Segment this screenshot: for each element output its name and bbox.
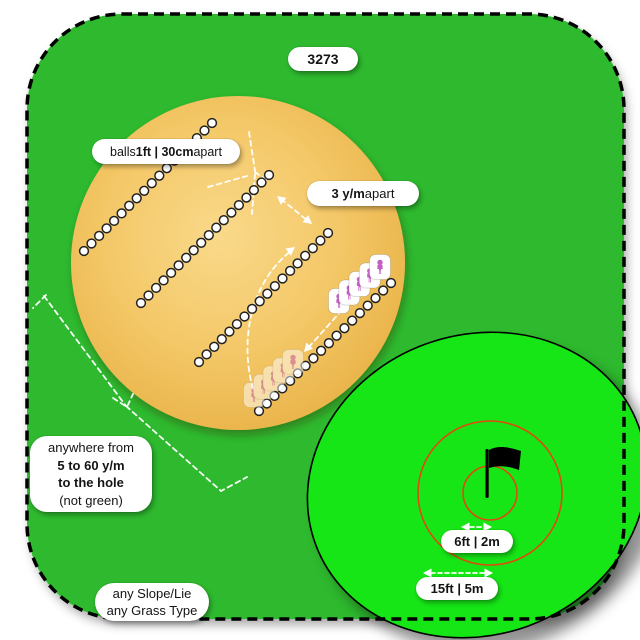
golf-ball — [315, 235, 326, 246]
golf-ball — [93, 230, 105, 242]
golf-ball — [181, 252, 192, 263]
golf-ball — [262, 288, 273, 299]
golf-ball — [362, 300, 373, 311]
golf-ball — [101, 223, 112, 234]
golf-ball — [246, 303, 258, 315]
row-spacing-arrow — [277, 196, 312, 224]
golf-ball — [256, 177, 267, 188]
conditions-label: any Slope/Lie any Grass Type — [95, 583, 209, 621]
target-ring-outer — [417, 420, 563, 566]
golf-ball — [224, 326, 235, 337]
golf-ball — [211, 222, 222, 233]
golf-ball — [218, 215, 229, 226]
flag-icon — [485, 447, 521, 498]
golf-ball — [124, 200, 135, 211]
golf-ball — [300, 250, 311, 261]
golf-ball — [248, 184, 260, 196]
golf-ball — [135, 297, 147, 309]
golf-ball — [307, 243, 318, 254]
golf-ball — [154, 170, 165, 181]
golf-ball — [139, 185, 150, 196]
golf-ball — [277, 273, 288, 284]
golf-ball — [385, 277, 397, 289]
player-group — [328, 254, 391, 314]
golf-ball — [143, 290, 154, 301]
golf-ball — [339, 323, 350, 334]
inner-radius-label: 6ft | 2m — [441, 530, 513, 553]
golf-ball — [196, 237, 207, 248]
ball-row — [135, 169, 275, 309]
golf-ball — [308, 353, 319, 364]
golf-ball — [116, 208, 127, 219]
golf-ball — [241, 192, 252, 203]
golf-ball — [347, 315, 358, 326]
ball-spacing-label: balls 1ft | 30cm apart — [92, 139, 240, 164]
ball-row — [193, 227, 334, 368]
golf-ball — [199, 125, 210, 136]
golf-ball — [203, 230, 214, 241]
player-icon — [290, 354, 296, 361]
putting-green — [306, 331, 640, 639]
golf-ball — [150, 282, 162, 294]
golf-ball — [188, 245, 199, 256]
golf-ball — [206, 117, 218, 129]
distance-path — [32, 294, 248, 493]
golf-ball — [201, 349, 212, 360]
golf-ball — [193, 356, 205, 368]
golf-ball — [284, 265, 296, 277]
golf-ball — [78, 245, 90, 257]
drill-id-text: 3273 — [307, 51, 339, 67]
drill-id-pill: 3273 — [288, 47, 358, 71]
golf-ball — [86, 238, 97, 249]
golf-ball — [322, 227, 334, 239]
golf-ball — [378, 285, 389, 296]
golf-ball — [253, 405, 265, 417]
golf-ball — [269, 280, 281, 292]
golf-ball — [354, 307, 366, 319]
player-marker — [369, 254, 391, 280]
golf-ball — [108, 215, 120, 227]
golf-ball — [323, 338, 335, 349]
outer-radius-arrow — [423, 568, 493, 578]
player-groups — [243, 254, 391, 408]
row-spacing-label: 3 y/m apart — [307, 181, 419, 206]
distance-note: anywhere from 5 to 60 y/m to the hole (n… — [30, 436, 152, 512]
golf-ball — [315, 345, 327, 356]
golf-ball — [233, 199, 245, 211]
golf-ball — [239, 311, 250, 322]
golf-ball — [292, 258, 303, 269]
golf-ball — [370, 292, 381, 304]
inner-radius-arrow — [461, 522, 492, 532]
golf-ball — [226, 207, 237, 218]
player-marker — [282, 349, 304, 375]
golf-ball — [231, 318, 243, 330]
golf-ball — [161, 163, 172, 174]
golf-ball — [216, 334, 227, 345]
golf-ball — [146, 178, 157, 189]
player-shift-arrow — [304, 309, 343, 352]
outer-radius-label: 15ft | 5m — [416, 577, 498, 600]
player-icon — [377, 259, 383, 266]
golf-ball — [131, 193, 142, 204]
golf-ball — [173, 260, 184, 271]
golf-ball — [158, 275, 169, 286]
movement-arrow — [246, 247, 295, 390]
golf-ball — [209, 341, 220, 352]
golf-ball — [165, 267, 177, 279]
golf-ball — [254, 296, 265, 307]
golf-ball — [331, 330, 342, 341]
golf-ball — [263, 169, 275, 181]
player-group — [243, 349, 304, 408]
